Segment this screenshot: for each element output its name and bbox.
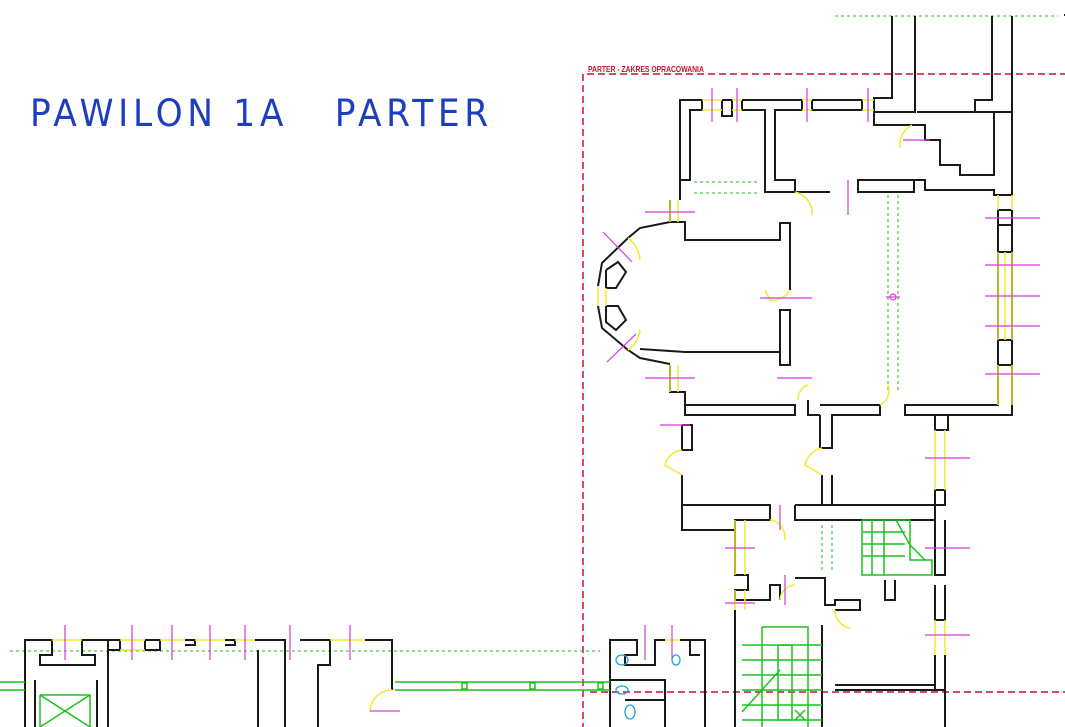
staircases xyxy=(741,519,933,727)
upper-wing-walls xyxy=(597,99,1013,727)
dimension-ticks xyxy=(64,88,1040,712)
scope-boundary xyxy=(582,73,1065,727)
plan-title: PAWILON 1A PARTER xyxy=(30,92,493,135)
lift-shaft xyxy=(39,694,91,727)
north-shaft-walls xyxy=(873,14,1065,113)
scope-label: PARTER - ZAKRES OPRACOWANIA xyxy=(588,65,704,74)
sanitary-fixtures xyxy=(615,654,681,720)
corridor-rails xyxy=(0,681,610,691)
openings xyxy=(52,99,1013,713)
